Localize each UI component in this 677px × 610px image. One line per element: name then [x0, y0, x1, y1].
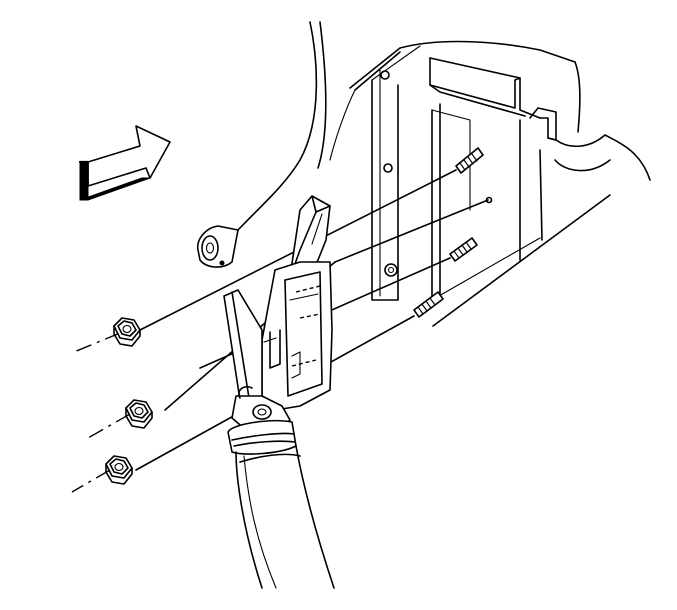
hex-nut-1 [113, 317, 141, 347]
stud-1 [455, 147, 484, 174]
mounting-studs [334, 147, 493, 318]
body-panel [237, 21, 651, 327]
mounting-bracket [196, 195, 333, 433]
stud-3 [449, 237, 478, 262]
direction-arrow-icon [78, 125, 171, 201]
hex-nut-3 [105, 455, 133, 485]
steering-column-shaft [227, 419, 335, 589]
hex-nuts [105, 317, 153, 485]
hex-nut-2 [125, 399, 153, 429]
stud-4 [413, 291, 444, 318]
stud-2 [334, 196, 493, 263]
